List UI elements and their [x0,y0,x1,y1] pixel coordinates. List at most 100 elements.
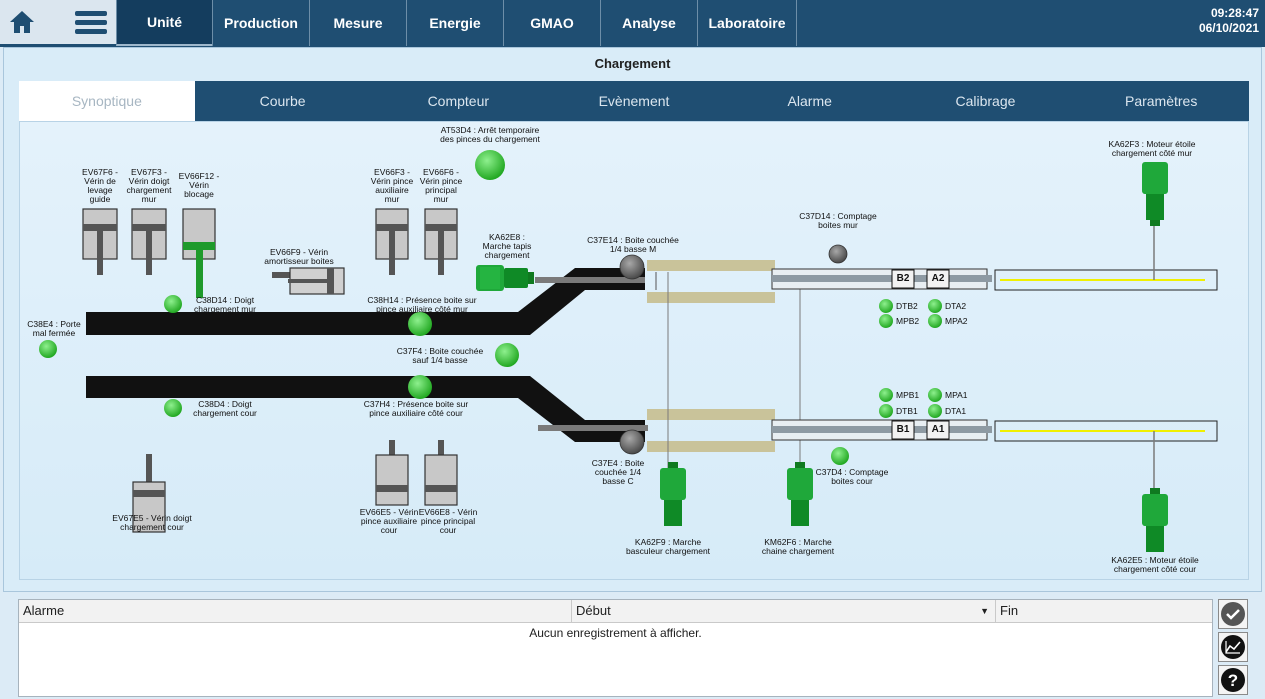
label-c37h4: C37H4 : Présence boite sur pince auxilia… [363,399,469,418]
conveyor-upper [86,268,645,335]
rail-shaft-upper [772,275,992,282]
cylinder-ev66e5 [375,440,409,506]
nav-tab-production[interactable]: Production [212,0,309,46]
nav-spacer [44,0,66,44]
label-ev67e5: EV67E5 - Vérin doigt chargement cour [112,513,192,532]
transfer-block-lower-2 [647,441,775,452]
label-ev67f6: EV67F6 - Vérin de levage guide [82,167,118,204]
label-ev66f12: EV66F12 - Vérin blocage [178,171,220,199]
label-c38h14: C38H14 : Présence boite sur pince auxili… [367,295,477,314]
cylinder-ev66f6 [424,208,458,275]
home-icon [10,11,34,33]
indicator-dta2 [928,299,942,313]
clock-time: 09:28:47 [1210,6,1259,20]
alarm-table-header: Alarme Début ▼ Fin [19,600,1212,623]
label-at53d4: AT53D4 : Arrêt temporaire des pinces du … [440,125,540,144]
label-c38e4: C38E4 : Porte mal fermée [27,319,81,338]
svg-text:?: ? [1228,671,1238,690]
sensor-c37e14 [619,254,645,280]
alarm-table: Alarme Début ▼ Fin Aucun enregistrement … [18,599,1213,697]
column-debut-label: Début [576,603,611,618]
indicator-label-dtb2: DTB2 [896,301,918,311]
sort-down-icon: ▼ [980,606,989,616]
nav-tab-energie[interactable]: Energie [406,0,503,46]
label-ka62f3: KA62F3 : Moteur étoile chargement côté m… [1108,139,1196,158]
label-c38d4: C38D4 : Doigt chargement cour [193,399,257,418]
indicator-dtb1 [879,404,893,418]
yellow-track-lower-frame [994,420,1218,442]
rail-shaft-lower [772,426,992,433]
tab-evenement[interactable]: Evènement [598,93,670,109]
label-ka62e5: KA62E5 : Moteur étoile chargement côté c… [1111,555,1199,574]
label-ka62e8: KA62E8 : Marche tapis chargement [482,232,532,260]
indicator-label-dta2: DTA2 [945,301,967,311]
conveyor-lower [86,376,645,442]
tab-alarme[interactable]: Alarme [787,93,832,109]
box-label-b2: B2 [896,273,910,284]
feed-shaft-lower [538,425,648,431]
label-c37d4: C37D4 : Comptage boites cour [815,467,889,486]
label-ev66e5: EV66E5 - Vérin pince auxiliaire cour [359,507,419,535]
nav-tab-laboratoire[interactable]: Laboratoire [697,0,796,46]
sensor-at53d4 [475,150,505,180]
cylinder-ev66e8 [424,440,458,506]
sensor-c38h14 [408,312,432,336]
sensor-c37e4 [619,429,645,455]
column-debut[interactable]: Début ▼ [572,600,996,622]
transfer-block-upper-1 [647,260,775,271]
cylinder-ev66f12 [182,208,216,298]
label-c38d14: C38D14 : Doigt chargement mur [194,295,256,314]
chart-button[interactable] [1218,632,1248,662]
home-button[interactable] [0,0,44,44]
tab-courbe[interactable]: Courbe [259,93,306,109]
sensor-c37d14 [828,244,848,264]
sensor-c38d4 [164,399,182,417]
label-ev66e8: EV66E8 - Vérin pince principal cour [418,507,478,535]
column-alarme[interactable]: Alarme [19,600,572,622]
label-c37e4: C37E4 : Boite couchée 1/4 basse C [591,458,645,486]
page-title: Chargement [594,56,671,71]
rail-box-b1 [891,420,915,440]
label-km62f6: KM62F6 : Marche chaine chargement [761,537,835,556]
acknowledge-button[interactable] [1218,599,1248,629]
nav-tab-gmao[interactable]: GMAO [503,0,600,46]
label-c37e14: C37E14 : Boite couchée 1/4 basse M [587,235,679,254]
chart-icon [1221,635,1245,659]
indicator-label-dta1: DTA1 [945,406,967,416]
tab-calibrage[interactable]: Calibrage [955,93,1016,109]
tab-parametres[interactable]: Paramètres [1124,93,1198,109]
nav-tab-unite[interactable]: Unité [116,0,212,46]
nav-tab-mesure[interactable]: Mesure [309,0,406,46]
tab-compteur[interactable]: Compteur [427,93,490,109]
rail-box-a2 [926,269,950,289]
yellow-track-upper-frame [994,269,1218,291]
box-label-b1: B1 [896,424,910,435]
motor-ka62e8 [476,265,534,291]
rail-box-b2 [891,269,915,289]
menu-button[interactable] [66,0,116,44]
indicator-mpa2 [928,314,942,328]
help-icon: ? [1221,668,1245,692]
transfer-block-lower-1 [647,409,775,420]
synoptic-diagram: EV67F6 - Vérin de levage guide EV67F3 - … [19,121,1249,580]
cylinder-ev67e5 [132,454,166,533]
cylinder-ev67f6 [82,208,118,275]
tab-synoptique[interactable]: Synoptique [19,81,195,121]
cylinder-ev67f3 [131,208,167,275]
clock-date: 06/10/2021 [1198,21,1259,35]
sensor-c37d4 [831,447,849,465]
sensor-c38d14 [164,295,182,313]
indicator-mpb2 [879,314,893,328]
nav-tab-analyse[interactable]: Analyse [600,0,697,46]
indicator-label-dtb1: DTB1 [896,406,918,416]
motor-km62f6 [787,462,813,526]
motor-ka62f9 [660,462,686,526]
sensor-c38e4 [39,340,57,358]
label-ka62f9: KA62F9 : Marche basculeur chargement [625,537,711,556]
help-button[interactable]: ? [1218,665,1248,695]
indicator-mpb1 [879,388,893,402]
indicator-label-mpb2: MPB2 [896,316,920,326]
motor-ka62e5 [1142,488,1168,552]
column-fin[interactable]: Fin [1000,603,1019,618]
box-label-a1: A1 [931,424,945,435]
